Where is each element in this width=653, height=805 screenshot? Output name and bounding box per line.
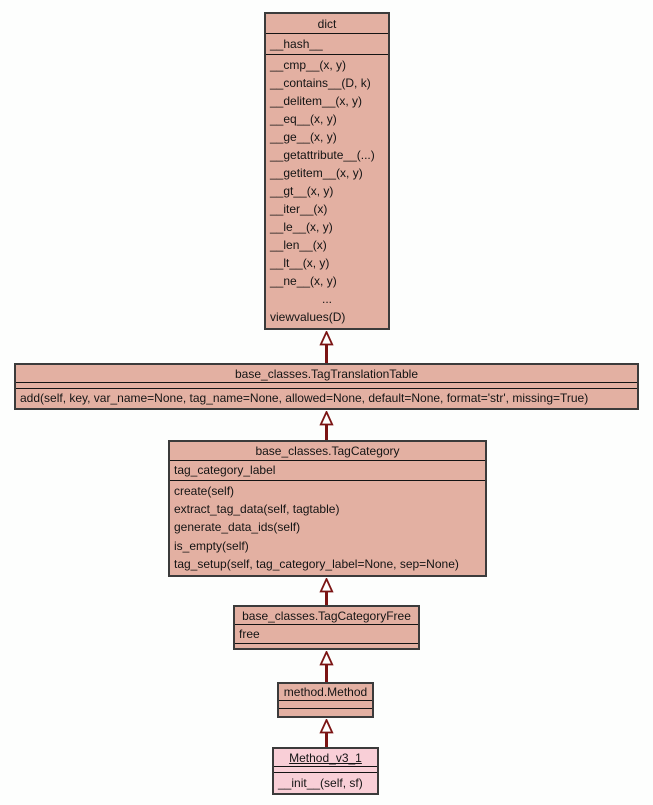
class-name: base_classes.TagTranslationTable [235,366,418,381]
empty-methods-section [279,708,372,716]
class-box-method-v3-1[interactable]: Method_v3_1 __init__(self, sf) [272,747,379,795]
inheritance-arrow [319,651,334,682]
method-row: __ge__(x, y) [270,130,337,144]
method-row: __cmp__(x, y) [270,58,347,72]
class-box-method-method[interactable]: method.Method [277,682,374,718]
empty-attributes-section [274,766,377,772]
inheritance-arrow [319,331,334,363]
inheritance-arrow [319,578,334,605]
class-name: method.Method [283,685,368,699]
attribute-row: free [239,626,260,641]
attribute-row: tag_category_label [174,463,276,477]
method-row: __init__(self, sf) [278,775,363,790]
attribute-row: __hash__ [270,36,323,51]
class-name: dict [317,16,337,31]
method-row: __ne__(x, y) [270,274,337,288]
method-row: extract_tag_data(self, tagtable) [174,502,340,517]
method-row: __lt__(x, y) [270,256,330,270]
method-row: generate_data_ids(self) [174,520,301,535]
empty-methods-section [235,643,418,648]
method-row: create(self) [174,484,235,499]
ellipsis-row: ... [321,292,332,306]
method-row: __delitem__(x, y) [270,94,363,108]
method-row: tag_setup(self, tag_category_label=None,… [174,556,459,571]
class-name: Method_v3_1 [289,750,362,765]
class-name: base_classes.TagCategory [255,444,400,458]
empty-attributes-section [16,382,637,388]
class-box-tagtranslationtable[interactable]: base_classes.TagTranslationTable add(sel… [14,363,639,410]
method-row: add(self, key, var_name=None, tag_name=N… [20,391,589,405]
method-row: __getattribute__(...) [270,148,375,162]
empty-attributes-section [279,700,372,708]
method-row: viewvalues(D) [270,310,346,324]
class-box-tagcategory[interactable]: base_classes.TagCategory tag_category_la… [168,440,487,577]
class-box-dict[interactable]: dict __hash__ __cmp__(x, y) __contains__… [264,12,390,330]
method-row: is_empty(self) [174,538,249,553]
method-row: __eq__(x, y) [270,112,337,126]
class-box-tagcategoryfree[interactable]: base_classes.TagCategoryFree free [233,605,420,650]
method-row: __le__(x, y) [270,220,333,234]
method-row: __getitem__(x, y) [270,166,363,180]
method-row: __contains__(D, k) [270,76,371,90]
inheritance-arrow [319,719,334,747]
inheritance-arrow [319,411,334,440]
method-row: __gt__(x, y) [270,184,334,198]
method-row: __len__(x) [270,238,327,252]
method-row: __iter__(x) [270,202,328,216]
class-name: base_classes.TagCategoryFree [242,608,411,623]
